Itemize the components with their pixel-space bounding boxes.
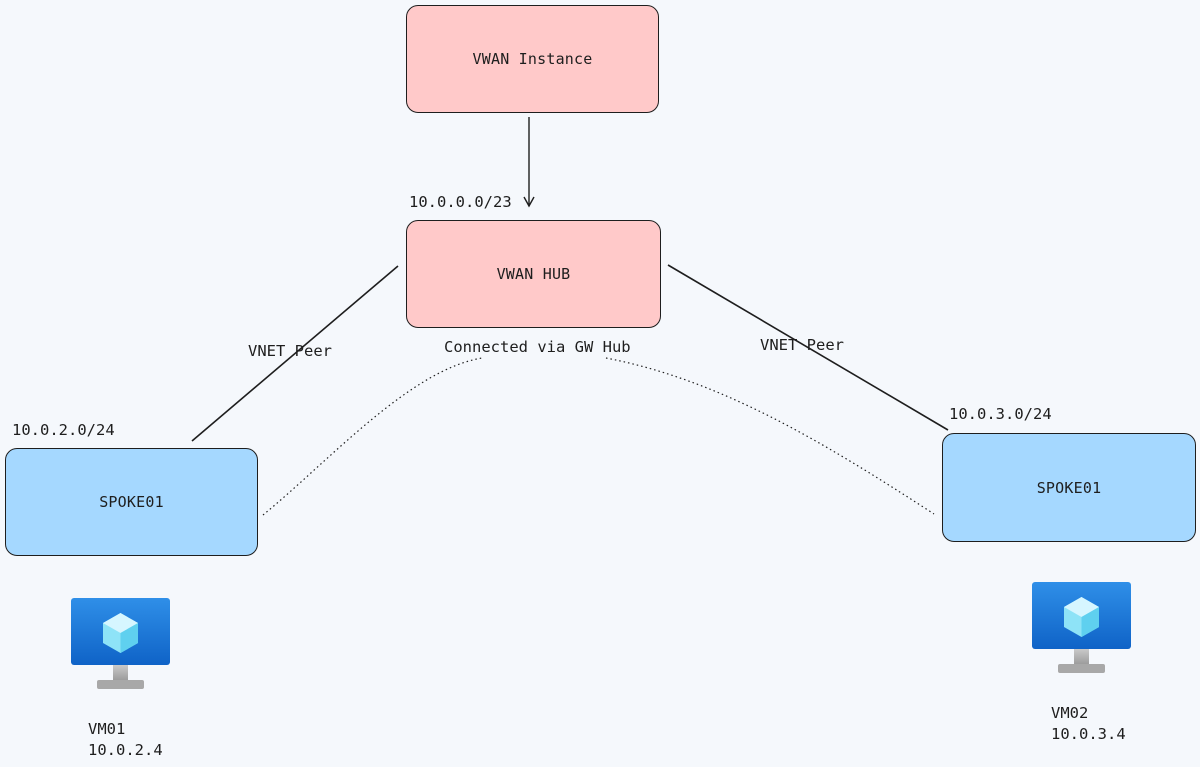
vnet-peer-left-label: VNET Peer	[248, 342, 332, 360]
gw-hub-dotted-left	[262, 357, 483, 516]
spoke-left-box: SPOKE01	[5, 448, 258, 556]
hub-cidr-label: 10.0.0.0/23	[409, 193, 512, 211]
vwan-hub-label: VWAN HUB	[496, 265, 571, 283]
vnet-peer-right-label: VNET Peer	[760, 336, 844, 354]
spoke-right-label: SPOKE01	[1036, 478, 1102, 497]
spoke-right-cidr-label: 10.0.3.0/24	[949, 405, 1052, 423]
virtual-machine-icon	[71, 598, 170, 689]
vnet-peer-left-line	[191, 265, 399, 442]
virtual-machine-icon	[1032, 582, 1131, 673]
vm02-label: VM02 10.0.3.4	[1051, 703, 1126, 745]
spoke-left-label: SPOKE01	[99, 493, 164, 511]
vm01-name: VM01	[88, 720, 126, 738]
vwan-instance-box: VWAN Instance	[406, 5, 659, 113]
vwan-instance-label: VWAN Instance	[472, 50, 593, 68]
vm02-name: VM02	[1051, 704, 1089, 722]
spoke-left-cidr-label: 10.0.2.0/24	[12, 421, 115, 439]
vm01-ip: 10.0.2.4	[88, 740, 163, 759]
vm01-label: VM01 10.0.2.4	[88, 719, 163, 761]
connected-via-gw-hub-label: Connected via GW Hub	[444, 338, 631, 356]
gw-hub-dotted-right	[605, 357, 935, 515]
vm02-ip: 10.0.3.4	[1051, 724, 1126, 743]
vnet-peer-right-line	[667, 264, 949, 431]
vwan-hub-box: VWAN HUB	[406, 220, 661, 328]
spoke-right-box: SPOKE01	[942, 433, 1196, 542]
